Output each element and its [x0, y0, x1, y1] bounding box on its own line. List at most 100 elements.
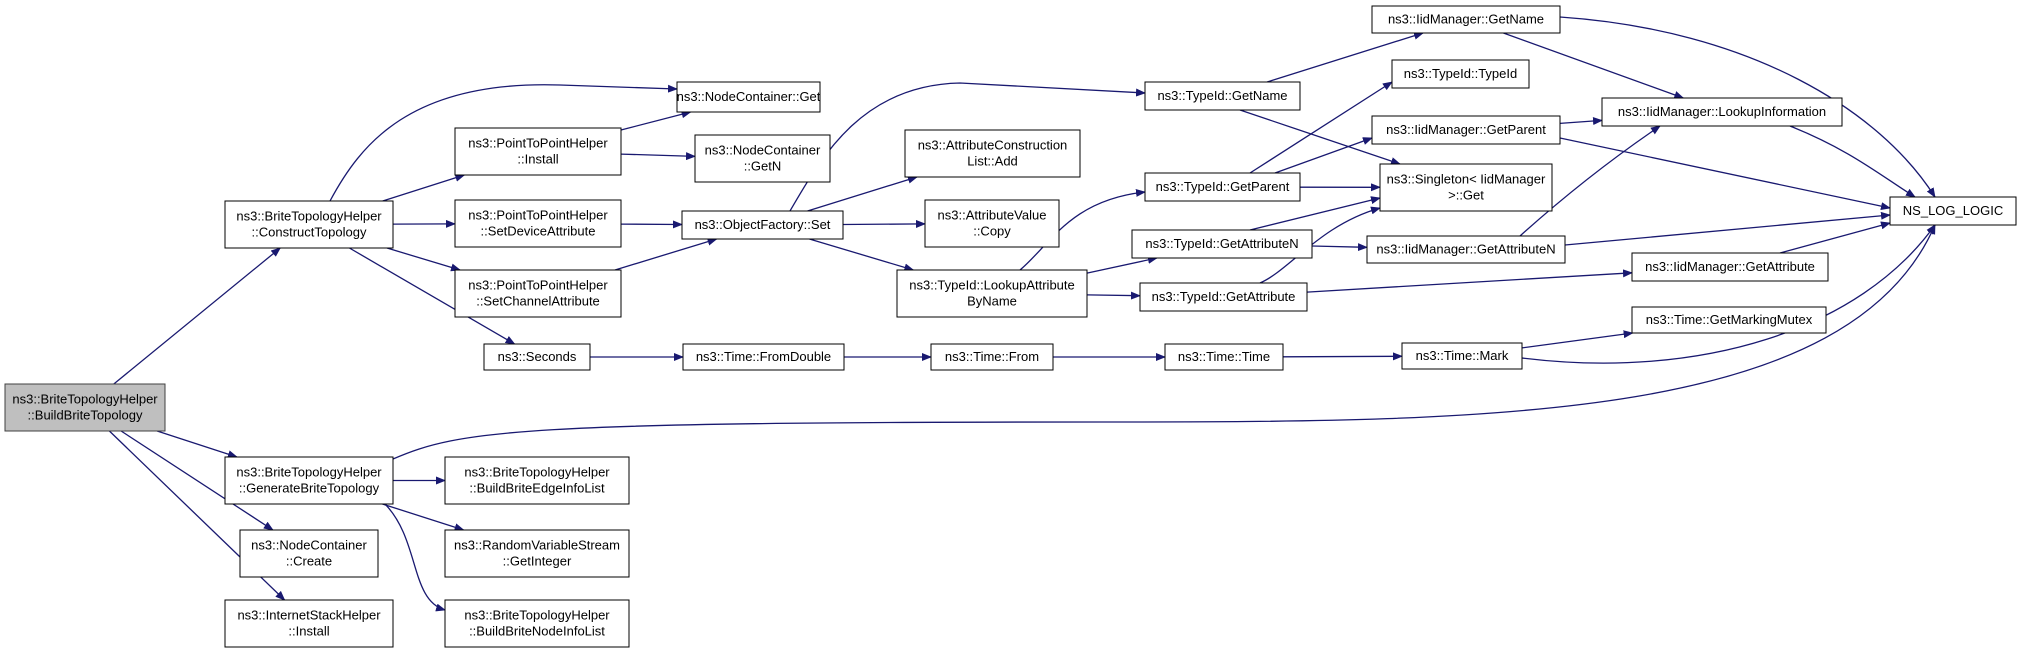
- node-bt-nodeinfo[interactable]: ns3::BriteTopologyHelper::BuildBriteNode…: [444, 599, 630, 648]
- edge-tid_lookup-to-tid_getattrn: [1086, 255, 1158, 274]
- node-box[interactable]: [1371, 5, 1561, 34]
- edge-generate-to-rvs_getint: [382, 503, 465, 532]
- node-ish-install[interactable]: ns3::InternetStackHelper::Install: [224, 599, 394, 648]
- node-generate[interactable]: ns3::BriteTopologyHelper::GenerateBriteT…: [224, 456, 394, 505]
- edge-tid_getattrn-to-singleton: [1249, 196, 1381, 231]
- edge-tid_getattrn-to-iid_getattrn: [1311, 243, 1368, 252]
- node-box[interactable]: [930, 343, 1054, 371]
- node-construct[interactable]: ns3::BriteTopologyHelper::ConstructTopol…: [224, 200, 394, 249]
- node-box[interactable]: [682, 343, 845, 371]
- node-box[interactable]: [1144, 81, 1301, 111]
- node-box[interactable]: [1889, 196, 2017, 226]
- node-box[interactable]: [483, 343, 591, 371]
- node-p2p-setchan[interactable]: ns3::PointToPointHelper::SetChannelAttri…: [454, 269, 622, 318]
- node-label: ByName: [967, 294, 1017, 309]
- node-time-gmm[interactable]: ns3::Time::GetMarkingMutex: [1631, 306, 1827, 334]
- edge-p2p_install-to-nc_get: [620, 110, 692, 131]
- node-box[interactable]: [1601, 97, 1843, 127]
- node-box[interactable]: [454, 199, 622, 248]
- node-tid-getparent[interactable]: ns3::TypeId::GetParent: [1144, 172, 1301, 202]
- node-box[interactable]: [454, 269, 622, 318]
- node-label: ::SetChannelAttribute: [476, 294, 600, 309]
- node-box[interactable]: [1366, 235, 1566, 264]
- node-box[interactable]: [1631, 306, 1827, 334]
- node-rvs-getint[interactable]: ns3::RandomVariableStream::GetInteger: [444, 529, 630, 578]
- node-box[interactable]: [1631, 252, 1829, 282]
- node-tid-getname[interactable]: ns3::TypeId::GetName: [1144, 81, 1301, 111]
- node-box[interactable]: [454, 127, 622, 176]
- node-iid-lookupinfo[interactable]: ns3::IidManager::LookupInformation: [1601, 97, 1843, 127]
- edge-iid_getname-to-ns_log_logic: [1559, 16, 1936, 198]
- edge-tid_getname-to-singleton: [1239, 109, 1401, 165]
- node-box[interactable]: [676, 81, 821, 113]
- node-box[interactable]: [239, 529, 379, 578]
- node-label: List::Add: [967, 154, 1018, 169]
- node-iid-getparent[interactable]: ns3::IidManager::GetParent: [1371, 115, 1561, 145]
- node-box[interactable]: [1144, 172, 1301, 202]
- node-nc-get[interactable]: ns3::NodeContainer::Get: [676, 81, 821, 113]
- node-p2p-install[interactable]: ns3::PointToPointHelper::Install: [454, 127, 622, 176]
- node-label: ns3::TypeId::GetAttributeN: [1145, 236, 1298, 251]
- edge-iid_getattrn-to-iid_lookupinfo: [1519, 125, 1661, 237]
- node-box[interactable]: [694, 134, 831, 183]
- edge-tid_lookup-to-tid_getparent: [1019, 188, 1146, 271]
- node-box[interactable]: [924, 199, 1060, 248]
- edge-p2p_setchan-to-of_set: [614, 237, 718, 271]
- edge-iid_getattr-to-ns_log_logic: [1779, 221, 1891, 254]
- node-seconds[interactable]: ns3::Seconds: [483, 343, 591, 371]
- node-label: ::Install: [288, 624, 329, 639]
- node-of-set[interactable]: ns3::ObjectFactory::Set: [681, 210, 844, 240]
- node-iid-getname[interactable]: ns3::IidManager::GetName: [1371, 5, 1561, 34]
- node-time-fromdouble[interactable]: ns3::Time::FromDouble: [682, 343, 845, 371]
- node-box[interactable]: [1379, 163, 1553, 212]
- node-box[interactable]: [1164, 343, 1284, 371]
- edge-time_mark-to-time_gmm: [1521, 330, 1634, 349]
- node-p2p-setdev[interactable]: ns3::PointToPointHelper::SetDeviceAttrib…: [454, 199, 622, 248]
- node-iid-getattr[interactable]: ns3::IidManager::GetAttribute: [1631, 252, 1829, 282]
- node-box[interactable]: [1139, 282, 1308, 312]
- node-tid-getattrn[interactable]: ns3::TypeId::GetAttributeN: [1131, 229, 1313, 259]
- node-box[interactable]: [444, 529, 630, 578]
- node-box[interactable]: [1371, 115, 1561, 145]
- node-time-time[interactable]: ns3::Time::Time: [1164, 343, 1284, 371]
- edge-time_time-to-time_mark: [1282, 352, 1403, 361]
- edge-construct-to-nc_get: [329, 84, 678, 202]
- node-tid-typeid[interactable]: ns3::TypeId::TypeId: [1391, 59, 1530, 89]
- edge-iid_getattrn-to-ns_log_logic: [1564, 211, 1891, 246]
- node-ns-log-logic[interactable]: NS_LOG_LOGIC: [1889, 196, 2017, 226]
- node-av-copy[interactable]: ns3::AttributeValue::Copy: [924, 199, 1060, 248]
- edge-p2p_install-to-nc_getn: [620, 152, 696, 161]
- node-label: ::BuildBriteNodeInfoList: [469, 624, 605, 639]
- edge-tid_getparent-to-tid_typeid: [1249, 81, 1393, 174]
- edge-generate-to-ns_log_logic: [392, 224, 1936, 460]
- node-time-from[interactable]: ns3::Time::From: [930, 343, 1054, 371]
- node-tid-getattr[interactable]: ns3::TypeId::GetAttribute: [1139, 282, 1308, 312]
- node-box[interactable]: [444, 456, 630, 505]
- node-label: >::Get: [1448, 188, 1484, 203]
- node-time-mark[interactable]: ns3::Time::Mark: [1401, 342, 1523, 370]
- node-box[interactable]: [681, 210, 844, 240]
- node-box[interactable]: [896, 269, 1088, 318]
- node-iid-getattrn[interactable]: ns3::IidManager::GetAttributeN: [1366, 235, 1566, 264]
- node-root[interactable]: ns3::BriteTopologyHelper::BuildBriteTopo…: [4, 383, 166, 432]
- node-nc-create[interactable]: ns3::NodeContainer::Create: [239, 529, 379, 578]
- node-box[interactable]: [444, 599, 630, 648]
- node-nc-getn[interactable]: ns3::NodeContainer::GetN: [694, 134, 831, 183]
- node-box[interactable]: [4, 383, 166, 432]
- edge-iid_getname-to-iid_lookupinfo: [1503, 32, 1685, 99]
- node-bt-edgeinfo[interactable]: ns3::BriteTopologyHelper::BuildBriteEdge…: [444, 456, 630, 505]
- node-box[interactable]: [224, 456, 394, 505]
- edge-tid_getattr-to-iid_getattr: [1306, 269, 1633, 293]
- edge-iid_getparent-to-iid_lookupinfo: [1559, 117, 1603, 126]
- node-box[interactable]: [1131, 229, 1313, 259]
- node-label: ns3::BriteTopologyHelper: [236, 465, 382, 480]
- node-box[interactable]: [904, 129, 1081, 178]
- node-box[interactable]: [224, 200, 394, 249]
- node-box[interactable]: [1391, 59, 1530, 89]
- node-box[interactable]: [224, 599, 394, 648]
- node-singleton[interactable]: ns3::Singleton< IidManager>::Get: [1379, 163, 1553, 212]
- node-box[interactable]: [1401, 342, 1523, 370]
- node-label: ::ConstructTopology: [252, 225, 367, 240]
